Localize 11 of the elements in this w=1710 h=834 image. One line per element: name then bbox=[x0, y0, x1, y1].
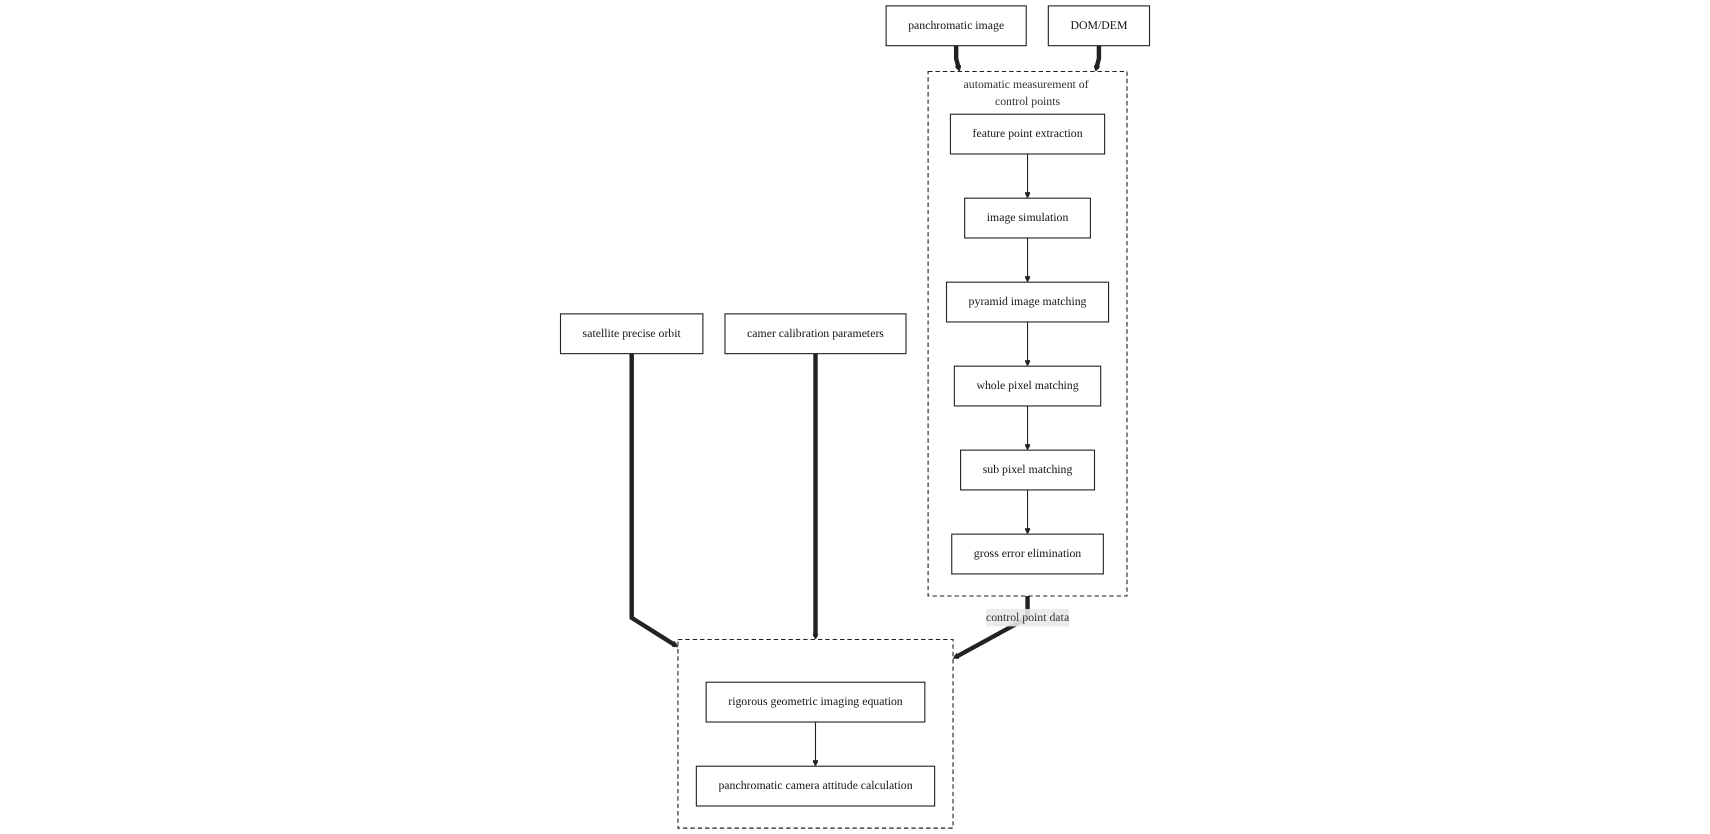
arrow bbox=[1024, 321, 1031, 367]
arrow bbox=[812, 353, 819, 640]
cluster bbox=[677, 638, 954, 829]
arrow bbox=[1093, 45, 1102, 72]
arrow bbox=[1024, 489, 1031, 535]
arrow bbox=[953, 45, 962, 72]
arrow bbox=[812, 721, 819, 767]
arrow bbox=[1024, 405, 1031, 451]
arrow bbox=[1024, 153, 1031, 199]
arrow bbox=[629, 353, 679, 648]
arrow bbox=[1024, 237, 1031, 283]
